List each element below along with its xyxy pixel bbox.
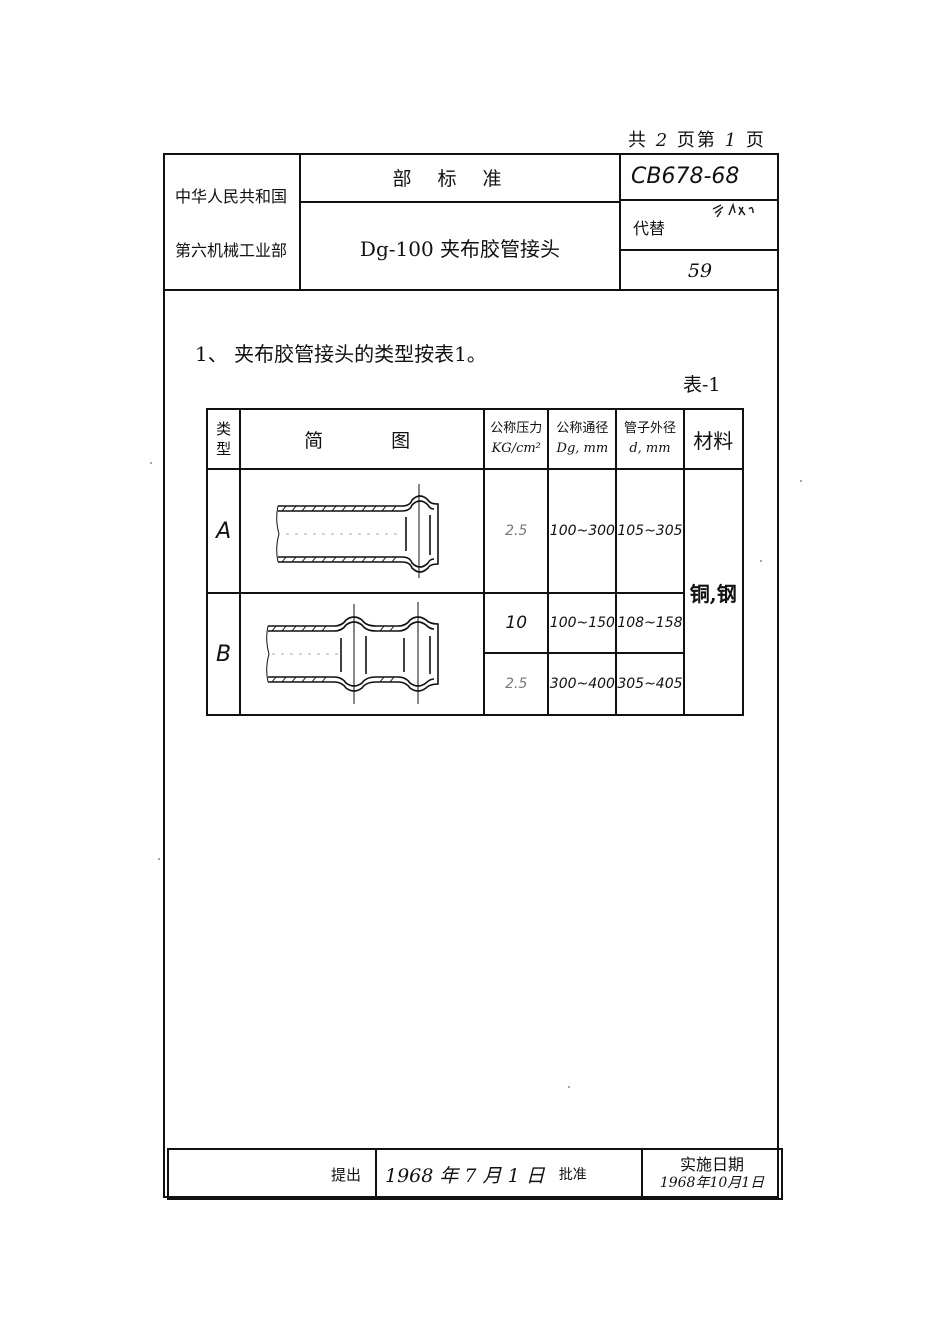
replaces-cell: 代替 bbox=[621, 201, 779, 251]
footer-block: 提出 1968 年 7 月 1 日 批准 实施日期 1968年10月1日 bbox=[167, 1148, 783, 1200]
org-country: 中华人民共和国 bbox=[174, 187, 287, 206]
effective-cell: 实施日期 1968年10月1日 bbox=[643, 1150, 781, 1198]
section-1-text: 1、 夹布胶管接头的类型按表1。 bbox=[195, 342, 487, 366]
outer-diameter-b2: 305~405 bbox=[615, 652, 685, 716]
nominal-diameter-b1: 100~150 bbox=[547, 592, 618, 654]
page-number: 59 bbox=[687, 260, 713, 282]
replaces-label: 代替 bbox=[633, 219, 666, 238]
header-outer-diameter: 管子外径 d, mm bbox=[615, 408, 685, 470]
org-ministry: 第六机械工业部 bbox=[174, 241, 287, 260]
page-current: 1 bbox=[724, 130, 739, 151]
header-pressure: 公称压力 KG/cm² bbox=[483, 408, 550, 470]
outer-diameter-a: 105~305 bbox=[615, 468, 685, 594]
page-total: 2 bbox=[655, 130, 670, 151]
material-cell: 铜,钢 bbox=[682, 468, 745, 716]
approval-cell: 1968 年 7 月 1 日 批准 bbox=[377, 1150, 643, 1198]
type-label-b: B bbox=[205, 592, 242, 716]
effective-label: 实施日期 bbox=[679, 1155, 744, 1174]
page-current-prefix: 第 bbox=[696, 130, 717, 151]
page-total-prefix: 共 bbox=[628, 130, 648, 151]
standard-type: 部标准 bbox=[301, 153, 621, 203]
handwritten-mark-icon bbox=[712, 202, 754, 218]
table-row: A 2.5 100~300 105~30 bbox=[205, 468, 745, 716]
header-type: 类型 bbox=[205, 408, 242, 470]
header-divider bbox=[163, 289, 779, 291]
pressure-b2: 2.5 bbox=[483, 652, 550, 716]
connector-types-table: 类型 简 图 公称压力 KG/cm² 公称通径 Dg, mm 管子外径 d, m… bbox=[205, 408, 745, 716]
pipe-connector-a-icon bbox=[276, 484, 439, 578]
issuing-organization: 中华人民共和国 第六机械工业部 bbox=[163, 153, 301, 291]
proposed-label: 提出 bbox=[169, 1150, 377, 1198]
effective-date: 1968年10月1日 bbox=[659, 1175, 765, 1191]
sketch-type-b bbox=[239, 592, 486, 716]
page-current-suffix: 页 bbox=[745, 130, 766, 151]
table-header-row: 类型 简 图 公称压力 KG/cm² 公称通径 Dg, mm 管子外径 d, m… bbox=[205, 408, 745, 470]
header-sketch: 简 图 bbox=[239, 408, 486, 470]
table-row: B bbox=[205, 592, 743, 716]
scan-speck bbox=[158, 858, 160, 860]
document-title: Dg-100 夹布胶管接头 bbox=[301, 203, 621, 291]
table-row: 2.5 300~400 305~405 bbox=[207, 652, 743, 716]
pressure-b1: 10 bbox=[483, 592, 550, 654]
standard-code: CB678-68 bbox=[621, 153, 779, 201]
page-indicator: 共 2 页第 1 页 bbox=[628, 126, 766, 152]
pressure-a: 2.5 bbox=[483, 468, 550, 594]
table-caption: 表-1 bbox=[683, 374, 721, 396]
pipe-connector-b-icon bbox=[266, 602, 439, 704]
document-frame bbox=[163, 153, 779, 1198]
sketch-type-a bbox=[239, 468, 486, 594]
header-nominal-diameter: 公称通径 Dg, mm bbox=[547, 408, 618, 470]
scan-speck bbox=[150, 462, 152, 464]
outer-diameter-b1: 108~158 bbox=[615, 592, 685, 654]
page-total-suffix: 页 bbox=[676, 130, 697, 151]
scan-speck bbox=[760, 560, 762, 562]
nominal-diameter-b2: 300~400 bbox=[547, 652, 618, 716]
scan-speck bbox=[568, 1086, 570, 1088]
approval-date: 1968 年 7 月 1 日 bbox=[385, 1164, 545, 1187]
header-material: 材料 bbox=[682, 408, 745, 470]
nominal-diameter-a: 100~300 bbox=[547, 468, 618, 594]
type-label-a: A bbox=[205, 468, 242, 594]
scan-speck bbox=[800, 480, 802, 482]
approval-label: 批准 bbox=[558, 1167, 587, 1183]
